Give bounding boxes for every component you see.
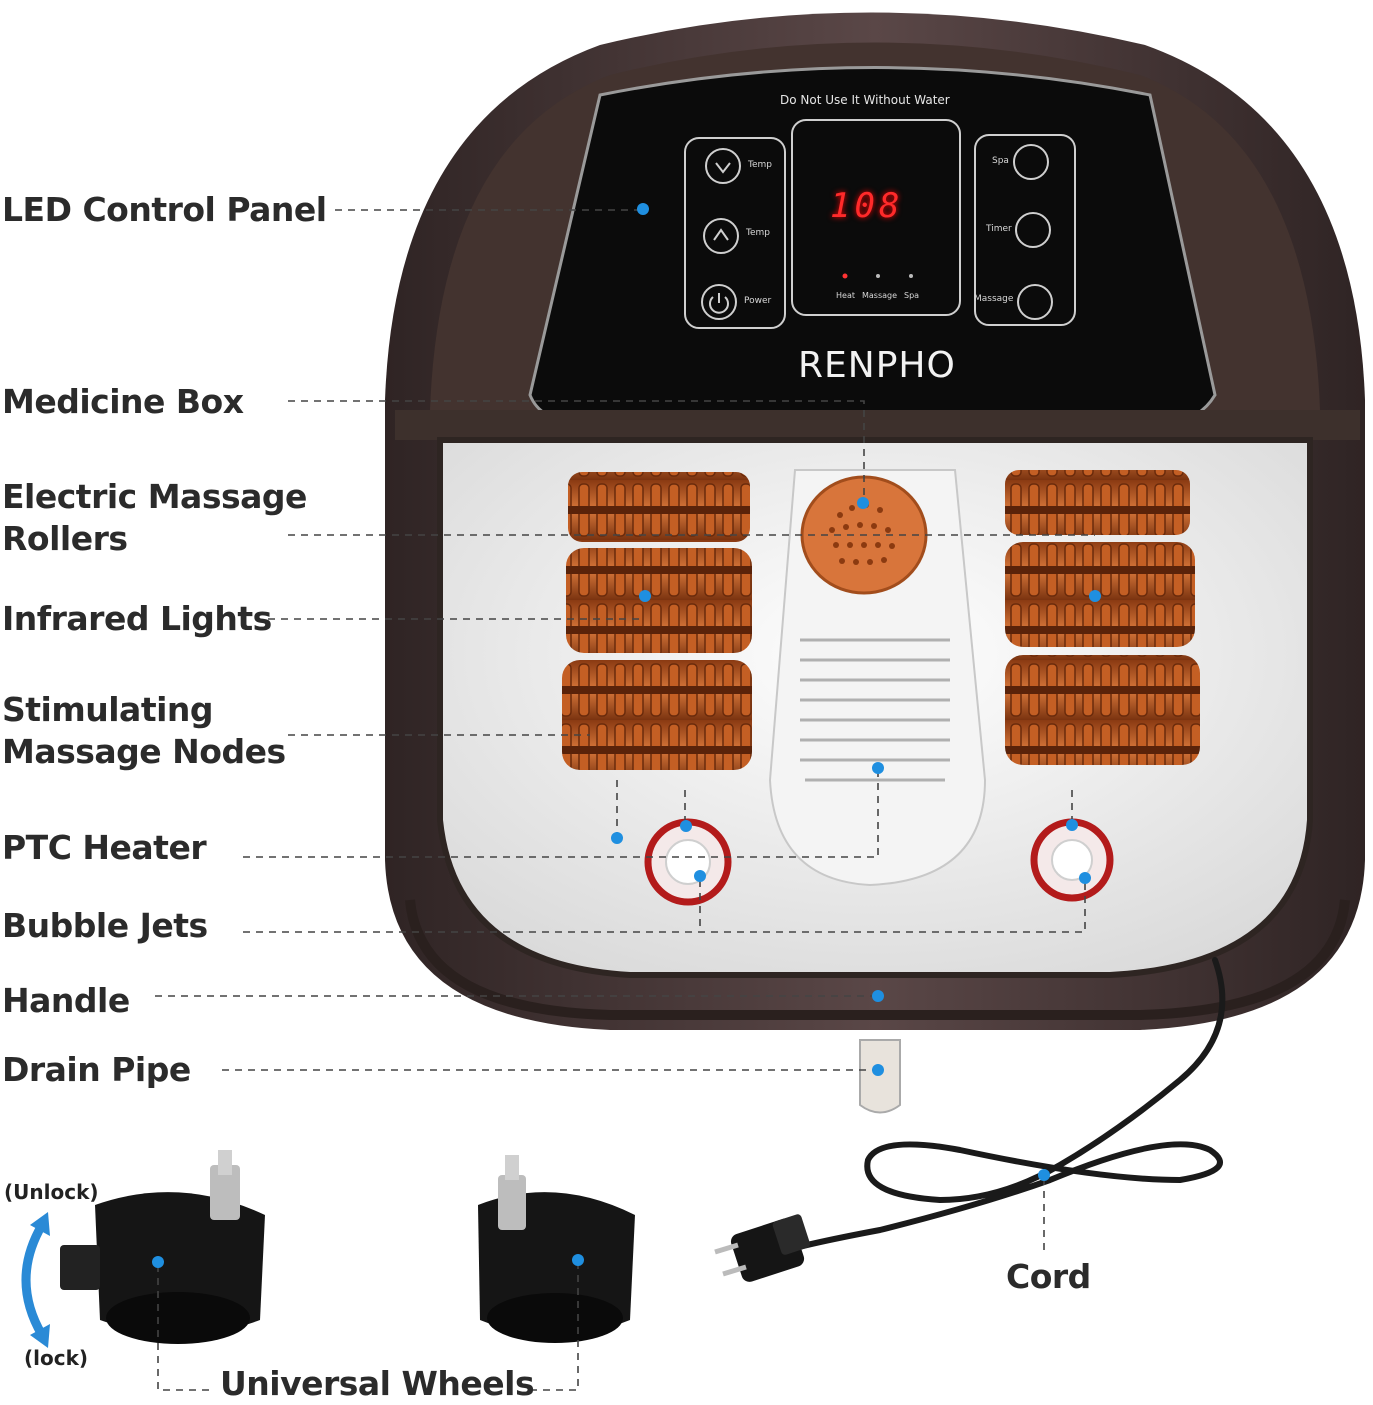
roller-right-3 (1005, 655, 1200, 765)
lock-arrow-icon (21, 1222, 46, 1338)
roller-right-1 (1005, 470, 1190, 535)
roller-left-1 (568, 472, 750, 542)
wheel-right-illustration (478, 1155, 635, 1343)
label-electric-massage-rollers-1: Electric Massage (2, 477, 307, 516)
plug-icon (714, 1214, 810, 1282)
temp-up-button[interactable]: Temp (746, 228, 770, 238)
handle (405, 899, 1350, 1020)
indicator-massage: Massage (862, 291, 898, 300)
leader-lines (155, 209, 1095, 1391)
brand-logo: RENPHO (798, 345, 956, 386)
panel-display: 108 (830, 186, 904, 226)
label-unlock: (Unlock) (4, 1180, 99, 1204)
label-handle: Handle (2, 981, 130, 1020)
power-cord (767, 957, 1226, 1258)
label-electric-massage-rollers-2: Rollers (2, 519, 128, 558)
timer-button[interactable]: Timer (986, 224, 1012, 234)
temp-down-button[interactable]: Temp (748, 160, 772, 170)
roller-left-3 (562, 660, 752, 770)
wheel-left-illustration (60, 1150, 265, 1344)
indicator-heat: Heat (836, 291, 855, 300)
spa-button[interactable]: Spa (992, 156, 1009, 166)
panel-buttons (684, 119, 1076, 329)
marker-dots (152, 203, 1101, 1268)
label-lock: (lock) (24, 1346, 89, 1370)
indicator-spa: Spa (904, 291, 920, 300)
power-button[interactable]: Power (744, 296, 772, 306)
label-universal-wheels: Universal Wheels (220, 1364, 535, 1403)
panel-warning: Do Not Use It Without Water (780, 93, 950, 107)
label-cord: Cord (1006, 1257, 1091, 1296)
label-stimulating-massage-nodes-2: Massage Nodes (2, 732, 286, 771)
label-led-control-panel: LED Control Panel (2, 190, 327, 229)
label-ptc-heater: PTC Heater (2, 828, 207, 867)
roller-left-2 (566, 548, 752, 653)
drain-pipe (859, 1039, 901, 1114)
rim-band (395, 410, 1360, 440)
label-stimulating-massage-nodes-1: Stimulating (2, 690, 214, 729)
label-medicine-box: Medicine Box (2, 382, 244, 421)
label-infrared-lights: Infrared Lights (2, 599, 272, 638)
massage-button[interactable]: Massage (974, 294, 1014, 304)
indicator-dots (842, 273, 848, 279)
label-drain-pipe: Drain Pipe (2, 1050, 191, 1089)
label-bubble-jets: Bubble Jets (2, 906, 208, 945)
pedal-vents (800, 638, 950, 782)
